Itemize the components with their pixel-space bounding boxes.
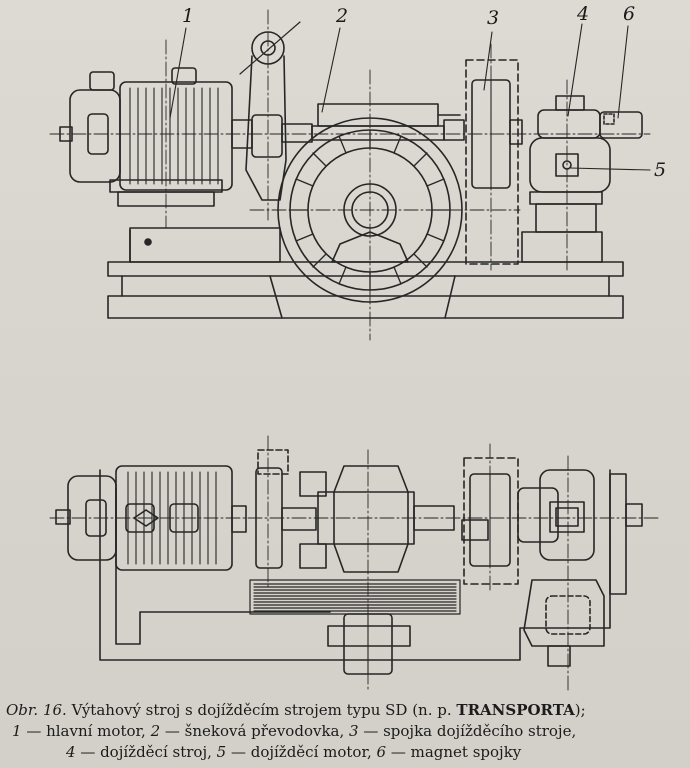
label-5: 5 xyxy=(654,159,666,181)
legend-n2: 2 xyxy=(150,722,161,740)
legend-t6: — magnet spojky xyxy=(386,743,522,761)
plan-frame xyxy=(99,469,627,661)
center-lines xyxy=(49,9,651,341)
worm-gearbox-plan xyxy=(317,465,455,573)
coupling-plan xyxy=(463,457,519,585)
legend-t3: — spojka dojížděcího stroje, xyxy=(358,722,577,740)
leader-lines xyxy=(169,23,651,171)
label-1: 1 xyxy=(182,5,194,27)
label-2: 2 xyxy=(335,5,348,27)
label-3: 3 xyxy=(487,7,499,29)
part-labels: 1 2 3 4 6 5 xyxy=(182,3,666,181)
legend-t5: — dojížděcí motor, xyxy=(226,743,377,761)
rope-drum-plan xyxy=(249,579,461,615)
base-frame xyxy=(107,227,624,319)
legend-t4: — dojížděcí stroj, xyxy=(75,743,217,761)
legend-t1: — hlavní motor, xyxy=(21,722,151,740)
auxiliary-drive xyxy=(521,95,643,263)
figure-number: Obr. 16. xyxy=(6,701,67,719)
caption-title-end: ); xyxy=(574,701,586,719)
label-4: 4 xyxy=(576,3,589,25)
plan-center-lines xyxy=(49,435,661,691)
lower-bearing-plan xyxy=(327,613,411,675)
legend-n4: 4 xyxy=(66,743,76,761)
legend-n5: 5 xyxy=(216,743,227,761)
caption-title: Výtahový stroj s dojížděcím strojem typu… xyxy=(71,701,452,719)
legend-n6: 6 xyxy=(376,743,387,761)
brake-assembly xyxy=(239,21,313,201)
label-6: 6 xyxy=(623,3,635,25)
figure-caption: Obr. 16. Výtahový stroj s dojížděcím str… xyxy=(6,700,686,763)
technical-drawing: 1 2 3 4 6 5 xyxy=(49,3,666,691)
caption-line-3: 4 — dojížděcí stroj, 5 — dojížděcí motor… xyxy=(6,742,686,763)
legend-n1: 1 xyxy=(12,722,22,740)
plan-view xyxy=(49,435,661,691)
caption-line-2: 1 — hlavní motor, 2 — šneková převodovka… xyxy=(6,721,686,742)
brake-drum-plan xyxy=(255,449,317,569)
elevation-view xyxy=(49,9,651,341)
legend-t2: — šneková převodovka, xyxy=(160,722,350,740)
coupling xyxy=(465,59,523,265)
caption-maker: TRANSPORTA xyxy=(456,701,575,719)
auxiliary-drive-plan xyxy=(517,469,643,667)
main-motor xyxy=(59,67,253,207)
legend-n3: 3 xyxy=(349,722,359,740)
caption-line-1: Obr. 16. Výtahový stroj s dojížděcím str… xyxy=(6,700,686,721)
